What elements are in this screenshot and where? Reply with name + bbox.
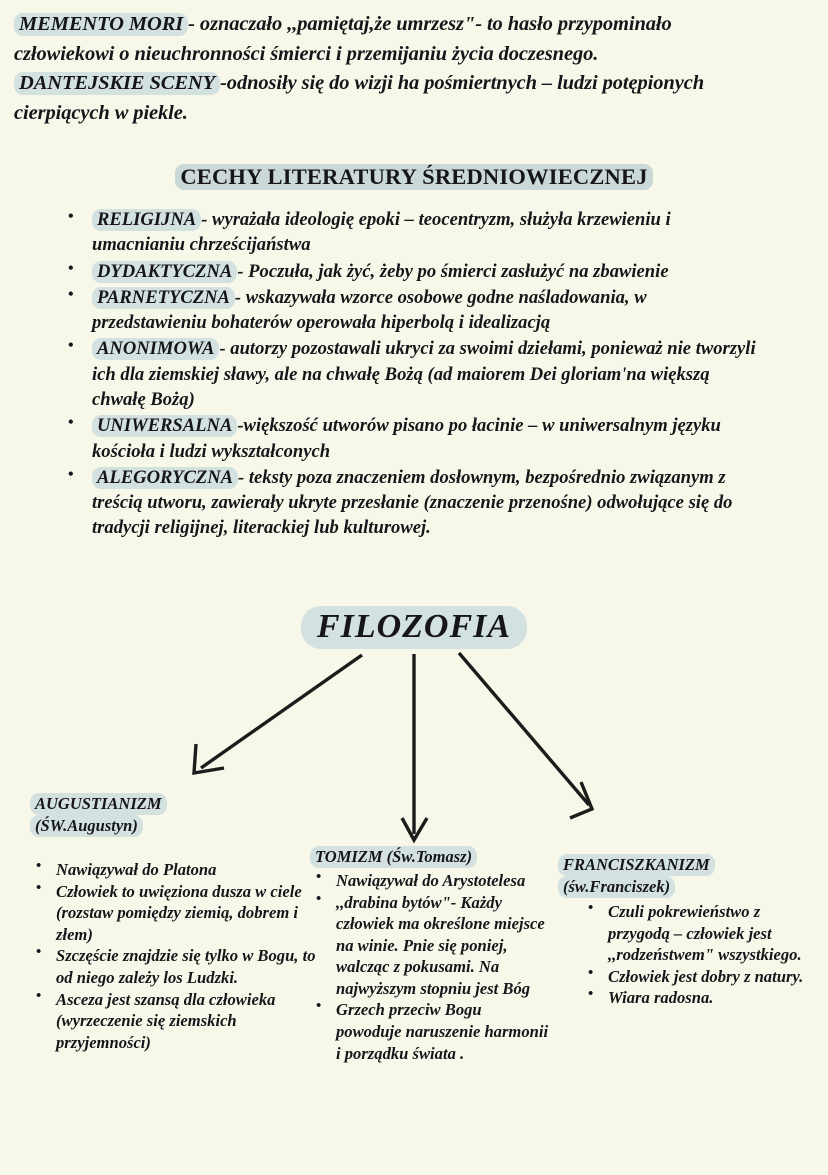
branch-augustianizm-title: AUGUSTIANIZM (30, 793, 167, 816)
cechy-term-uniwersalna: UNIWERSALNA (92, 415, 238, 438)
section-title-label: CECHY LITERATURY ŚREDNIOWIECZNEJ (175, 164, 653, 190)
cechy-term-dydaktyczna: DYDAKTYCZNA (92, 260, 238, 283)
list-item: Grzech przeciw Bogu powoduje naruszenie … (310, 997, 550, 1064)
branch-tomizm-header: TOMIZM (Św.Tomasz) (310, 846, 550, 869)
list-item: RELIGIJNA- wyrażała ideologię epoki – te… (60, 206, 760, 258)
cechy-text-alegoryczna: - teksty poza znaczeniem dosłownym, bezp… (92, 466, 733, 539)
branch-tomizm: TOMIZM (Św.Tomasz) Nawiązywał do Arystot… (310, 846, 550, 1064)
branch-franciszkanizm: FRANCISZKANIZM (św.Franciszek) Czuli pok… (558, 854, 808, 1009)
branch-augustianizm-list: Nawiązywał do Platona Człowiek to uwięzi… (30, 857, 320, 1054)
branch-tomizm-body: Nawiązywał do Arystotelesa ,,drabina byt… (310, 868, 550, 1064)
cechy-term-parnetyczna: PARNETYCZNA (92, 286, 235, 309)
arrow-line-franciszkanizm (457, 651, 591, 807)
cechy-list-block: RELIGIJNA- wyrażała ideologię epoki – te… (60, 206, 760, 542)
list-item: Człowiek jest dobry z natury. (582, 964, 808, 988)
branch-tomizm-title: TOMIZM (Św.Tomasz) (310, 846, 478, 869)
intro-text-dantejskie-sceny: -odnosiły się do wizji ha pośmiertnych –… (14, 72, 705, 125)
intro-text-memento-mori: - oznaczało ,,pamiętaj,że umrzesz"- to h… (14, 13, 672, 65)
filozofia-label: FILOZOFIA (300, 606, 528, 649)
list-item: ANONIMOWA- autorzy pozostawali ukryci za… (60, 335, 760, 412)
intro-term-memento-mori: MEMENTO MORI (14, 13, 189, 36)
branch-franciszkanizm-header: FRANCISZKANIZM (św.Franciszek) (558, 854, 808, 899)
intro-item-dantejskie-sceny: DANTEJSKIE SCENY-odnosiły się do wizji h… (14, 69, 774, 128)
arrow-head-tomizm (400, 817, 429, 844)
branch-augustianizm-subtitle: (ŚW.Augustyn) (30, 815, 143, 838)
list-item: DYDAKTYCZNA- Poczuła, jak żyć, żeby po ś… (60, 258, 760, 284)
arrow-head-augustianizm (192, 743, 225, 776)
cechy-list: RELIGIJNA- wyrażała ideologię epoki – te… (60, 206, 760, 541)
cechy-text-anonimowa: - autorzy pozostawali ukryci za swoimi d… (92, 338, 756, 410)
intro-block: MEMENTO MORI- oznaczało ,,pamiętaj,że um… (14, 10, 774, 129)
list-item: Nawiązywał do Arystotelesa (310, 868, 550, 892)
list-item: Czuli pokrewieństwo z przygodą – człowie… (582, 899, 808, 966)
cechy-term-religijna: RELIGIJNA (92, 209, 202, 231)
branch-augustianizm-body: Nawiązywał do Platona Człowiek to uwięzi… (30, 857, 320, 1054)
branch-franciszkanizm-subtitle: (św.Franciszek) (558, 876, 676, 899)
list-item: Wiara radosna. (582, 986, 808, 1009)
cechy-text-dydaktyczna: - Poczuła, jak żyć, żeby po śmierci zasł… (237, 260, 669, 282)
section-title: CECHY LITERATURY ŚREDNIOWIECZNEJ (0, 164, 828, 190)
arrow-head-franciszkanizm (569, 781, 595, 820)
cechy-text-religijna: - wyrażała ideologię epoki – teocentryzm… (92, 209, 671, 256)
cechy-text-uniwersalna: -większość utworów pisano po łacinie – w… (92, 415, 721, 462)
cechy-text-parnetyczna: - wskazywała wzorce osobowe godne naślad… (92, 286, 647, 334)
filozofia-node: FILOZOFIA (0, 606, 828, 649)
branch-augustianizm: AUGUSTIANIZM (ŚW.Augustyn) Nawiązywał do… (30, 793, 320, 1053)
list-item: ALEGORYCZNA- teksty poza znaczeniem dosł… (60, 464, 760, 541)
branch-augustianizm-header: AUGUSTIANIZM (ŚW.Augustyn) (30, 793, 320, 838)
branch-franciszkanizm-body: Czuli pokrewieństwo z przygodą – człowie… (582, 899, 808, 1009)
list-item: PARNETYCZNA- wskazywała wzorce osobowe g… (60, 284, 760, 336)
list-item: Asceza jest szansą dla człowieka (wyrzec… (30, 987, 320, 1054)
branch-franciszkanizm-title: FRANCISZKANIZM (558, 854, 715, 877)
intro-item-memento-mori: MEMENTO MORI- oznaczało ,,pamiętaj,że um… (14, 10, 774, 69)
branch-franciszkanizm-list: Czuli pokrewieństwo z przygodą – człowie… (582, 899, 808, 1009)
branch-tomizm-list: Nawiązywał do Arystotelesa ,,drabina byt… (310, 868, 550, 1064)
cechy-term-alegoryczna: ALEGORYCZNA (92, 466, 239, 489)
cechy-term-anonimowa: ANONIMOWA (92, 338, 220, 361)
list-item: UNIWERSALNA-większość utworów pisano po … (60, 412, 760, 464)
list-item: Szczęście znajdzie się tylko w Bogu, to … (30, 943, 320, 988)
intro-term-dantejskie-sceny: DANTEJSKIE SCENY (14, 72, 221, 96)
arrow-line-augustianizm (200, 653, 363, 770)
list-item: Człowiek to uwięziona dusza w ciele (roz… (30, 879, 320, 946)
list-item: Nawiązywał do Platona (30, 857, 320, 881)
list-item: ,,drabina bytów"- Każdy człowiek ma okre… (310, 890, 550, 1000)
